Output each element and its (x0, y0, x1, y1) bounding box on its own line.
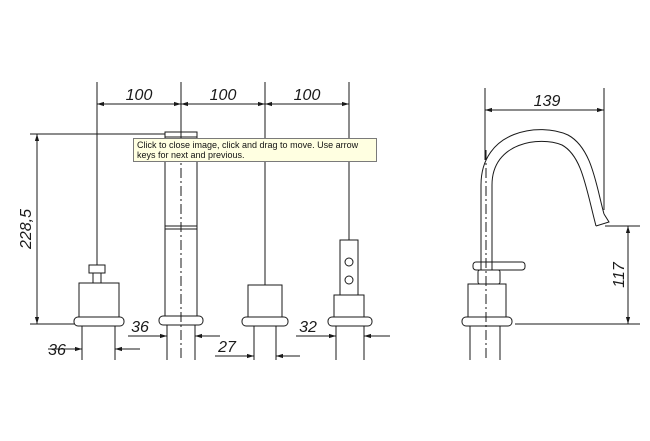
label-base-left: 36 (48, 342, 66, 359)
label-spout-height: 117 (611, 261, 628, 288)
height-dimension-right (515, 225, 640, 325)
label-top-spacing-2: 100 (210, 87, 237, 104)
label-top-spacing-1: 100 (126, 87, 153, 104)
center-column (158, 131, 204, 360)
left-valve (73, 264, 125, 360)
hand-shower-holder (327, 239, 373, 360)
label-spout-reach: 139 (534, 93, 561, 110)
label-base-center: 36 (131, 319, 149, 336)
faucet-body-side (461, 261, 526, 360)
label-top-spacing-3: 100 (294, 87, 321, 104)
label-height-left: 228,5 (18, 209, 35, 250)
side-extension-lines (484, 88, 605, 210)
knob-valve (241, 284, 289, 360)
faucet-spout (480, 129, 610, 360)
image-viewer-tooltip[interactable]: Click to close image, click and drag to … (133, 138, 377, 162)
extension-lines (96, 82, 350, 285)
label-base-knob: 27 (217, 339, 237, 356)
height-dimension-left (30, 133, 165, 325)
label-base-right: 32 (299, 319, 317, 336)
